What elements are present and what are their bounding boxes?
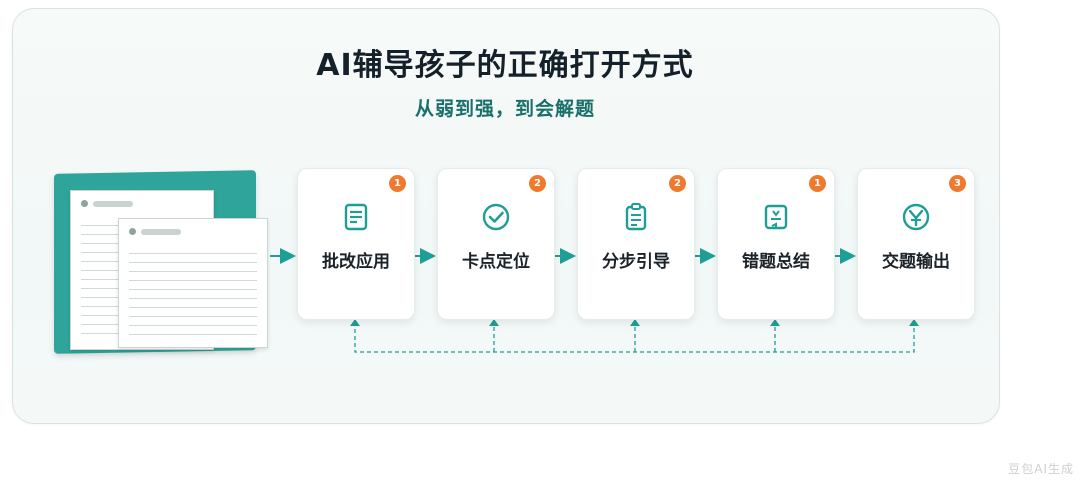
clipboard-list-icon	[625, 203, 647, 231]
step-card-1[interactable]: 1 批改应用	[297, 168, 415, 320]
step-card-3[interactable]: 2 分步引导	[577, 168, 695, 320]
watermark: 豆包AI生成	[1008, 462, 1074, 476]
step-label: 批改应用	[322, 252, 390, 272]
step-card-5[interactable]: 3 交题输出	[857, 168, 975, 320]
step-label: 错题总结	[742, 252, 810, 272]
submit-check-icon	[902, 203, 930, 231]
step-card-2[interactable]: 2 卡点定位	[437, 168, 555, 320]
book-bookmark-icon	[764, 204, 788, 230]
document-lines-icon	[344, 203, 368, 231]
step-card-4[interactable]: 1 错题总结	[717, 168, 835, 320]
step-label: 卡点定位	[462, 252, 530, 272]
step-badge: 3	[949, 175, 966, 192]
step-badge: 2	[529, 175, 546, 192]
worksheet-paper-front	[118, 218, 268, 348]
step-label: 分步引导	[602, 252, 670, 272]
step-badge: 2	[669, 175, 686, 192]
page-subtitle: 从弱到强，到会解题	[414, 98, 595, 120]
step-label: 交题输出	[882, 252, 950, 272]
step-badge: 1	[389, 175, 406, 192]
page-title: AI辅导孩子的正确打开方式	[316, 48, 694, 83]
check-circle-icon	[482, 203, 510, 231]
worksheet-illustration	[48, 168, 268, 358]
step-badge: 1	[809, 175, 826, 192]
